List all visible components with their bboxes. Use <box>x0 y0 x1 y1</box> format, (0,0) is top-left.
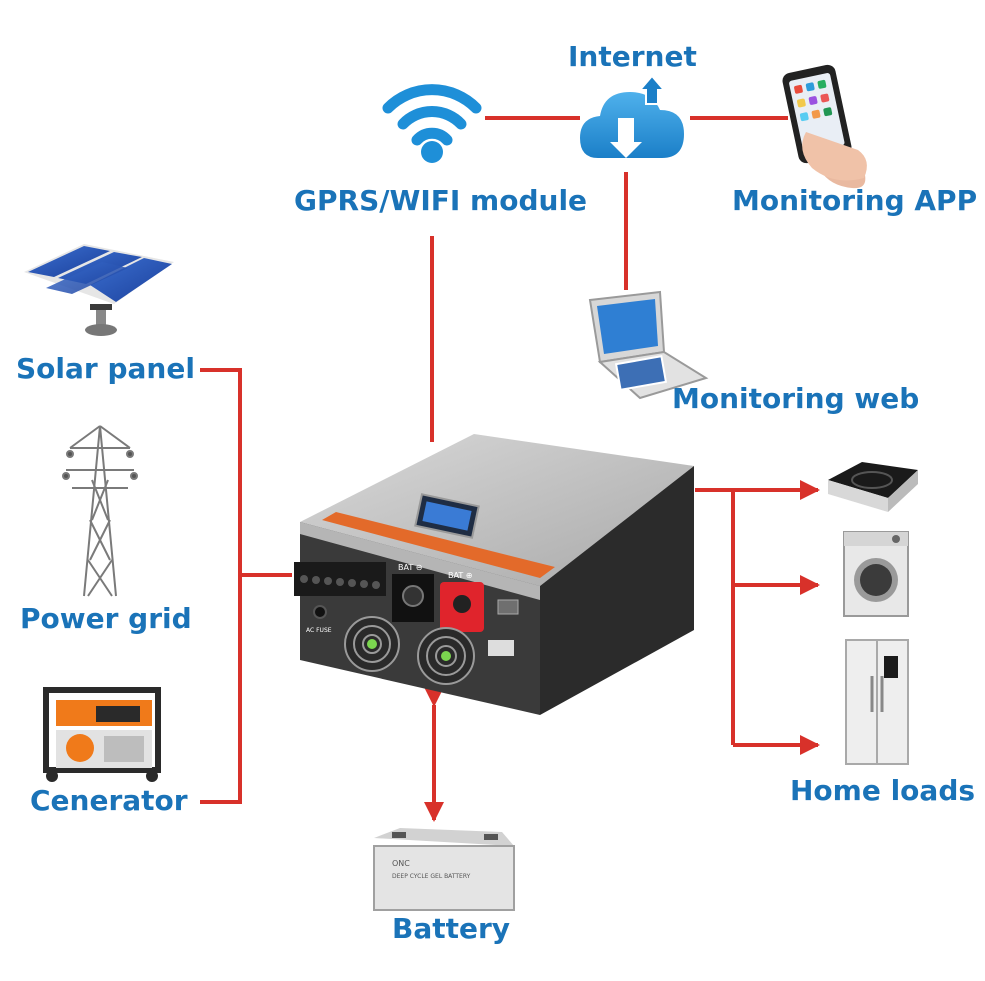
refrigerator-icon <box>845 639 909 765</box>
bat-pos-label: BAT ⊕ <box>448 571 472 580</box>
transmission-tower-icon <box>62 425 138 597</box>
line-inputs-bus <box>200 368 242 804</box>
solar-panel-label: Solar panel <box>16 352 195 385</box>
laptop-icon <box>588 290 709 400</box>
inverter-unit: BAT ⊖ BAT ⊕ AC FUSE <box>294 434 694 715</box>
negative-battery-terminal <box>392 574 434 622</box>
wifi-module-label: GPRS/WIFI module <box>294 184 588 217</box>
cooling-fan-right <box>417 627 475 685</box>
phone-in-hand-icon <box>782 64 867 189</box>
generator-icon <box>43 687 161 782</box>
home-loads-label: Home loads <box>790 774 976 807</box>
terminal-block <box>294 562 386 596</box>
cloud-icon <box>580 74 684 158</box>
power-grid-label: Power grid <box>20 602 192 635</box>
positive-battery-terminal <box>440 582 484 632</box>
ac-fuse-label: AC FUSE <box>306 627 332 634</box>
internet-label: Internet <box>568 40 697 73</box>
battery-brand: ONC <box>392 859 410 868</box>
battery-label: Battery <box>392 912 511 945</box>
bat-neg-label: BAT ⊖ <box>398 563 422 572</box>
battery-model: DEEP CYCLE GEL BATTERY <box>392 873 471 880</box>
ethernet-port <box>497 599 519 615</box>
solar-panel-icon <box>24 244 174 336</box>
battery-icon: ONC DEEP CYCLE GEL BATTERY <box>373 828 515 911</box>
monitoring-web-label: Monitoring web <box>672 382 920 415</box>
monitoring-app-label: Monitoring APP <box>732 184 978 217</box>
cooling-fan-left <box>344 616 400 672</box>
wifi-icon <box>382 84 482 163</box>
washing-machine-icon <box>843 531 909 617</box>
generator-label: Cenerator <box>30 784 188 817</box>
fuse-knob <box>313 605 327 619</box>
induction-cooker-icon <box>828 462 918 512</box>
connection-lines <box>200 116 820 822</box>
